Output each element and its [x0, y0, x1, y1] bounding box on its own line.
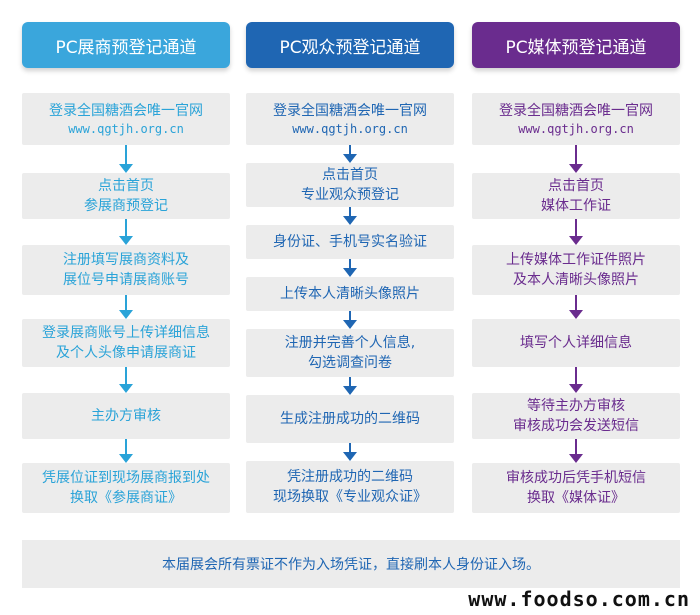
arrow-down-icon: [343, 311, 357, 329]
arrow-down-icon: [569, 219, 583, 245]
website-url: www.qgtjh.org.cn: [292, 122, 408, 136]
watermark: www.foodso.com.cn: [468, 587, 690, 611]
step-text: 点击首页: [548, 178, 604, 194]
step-text: 换取《媒体证》: [527, 490, 625, 506]
website-url: www.qgtjh.org.cn: [518, 122, 634, 136]
arrow-down-icon: [343, 259, 357, 277]
step-text: 等待主办方审核: [527, 398, 625, 414]
exhibitor-step-6: 凭展位证到现场展商报到处 换取《参展商证》: [22, 463, 230, 513]
exhibitor-header: PC展商预登记通道: [22, 22, 230, 68]
step-text: 参展商预登记: [84, 198, 168, 214]
step-text: 登录全国糖酒会唯一官网: [273, 103, 427, 119]
step-text: 现场换取《专业观众证》: [273, 489, 427, 505]
exhibitor-step-3: 注册填写展商资料及 展位号申请展商账号: [22, 245, 230, 295]
step-text: 勾选调查问卷: [308, 355, 392, 371]
step-text: 上传本人清晰头像照片: [280, 286, 420, 302]
media-step-4: 填写个人详细信息: [472, 319, 680, 367]
step-text: 及本人清晰头像照片: [513, 272, 639, 288]
step-text: 登录全国糖酒会唯一官网: [49, 103, 203, 119]
exhibitor-step-5: 主办方审核: [22, 393, 230, 439]
exhibitor-step-1: 登录全国糖酒会唯一官网 www.qgtjh.org.cn: [22, 93, 230, 145]
step-text: 点击首页: [322, 167, 378, 183]
media-step-3: 上传媒体工作证件照片 及本人清晰头像照片: [472, 245, 680, 295]
arrow-down-icon: [343, 443, 357, 461]
arrow-down-icon: [343, 207, 357, 225]
step-text: 换取《参展商证》: [70, 490, 182, 506]
website-url: www.qgtjh.org.cn: [68, 122, 184, 136]
exhibitor-step-2: 点击首页 参展商预登记: [22, 173, 230, 219]
arrow-down-icon: [119, 295, 133, 319]
step-text: 审核成功后凭手机短信: [506, 470, 646, 486]
visitor-step-2: 点击首页 专业观众预登记: [246, 163, 454, 207]
step-text: 注册填写展商资料及: [63, 252, 189, 268]
visitor-header: PC观众预登记通道: [246, 22, 454, 68]
step-text: 主办方审核: [91, 408, 161, 424]
step-text: 登录展商账号上传详细信息: [42, 325, 210, 341]
media-step-1: 登录全国糖酒会唯一官网 www.qgtjh.org.cn: [472, 93, 680, 145]
visitor-step-7: 凭注册成功的二维码 现场换取《专业观众证》: [246, 461, 454, 513]
step-text: 展位号申请展商账号: [63, 272, 189, 288]
step-text: 注册并完善个人信息,: [284, 335, 416, 351]
arrow-down-icon: [569, 439, 583, 463]
arrow-down-icon: [569, 295, 583, 319]
step-text: 点击首页: [98, 178, 154, 194]
arrow-down-icon: [343, 145, 357, 163]
media-header: PC媒体预登记通道: [472, 22, 680, 68]
media-step-6: 审核成功后凭手机短信 换取《媒体证》: [472, 463, 680, 513]
step-text: 上传媒体工作证件照片: [506, 252, 646, 268]
arrow-down-icon: [119, 145, 133, 173]
step-text: 审核成功会发送短信: [513, 418, 639, 434]
step-text: 凭展位证到现场展商报到处: [42, 470, 210, 486]
step-text: 专业观众预登记: [301, 187, 399, 203]
step-text: 身份证、手机号实名验证: [273, 234, 427, 250]
step-text: 生成注册成功的二维码: [280, 411, 420, 427]
exhibitor-step-4: 登录展商账号上传详细信息 及个人头像申请展商证: [22, 319, 230, 367]
media-step-5: 等待主办方审核 审核成功会发送短信: [472, 393, 680, 439]
arrow-down-icon: [569, 367, 583, 393]
arrow-down-icon: [569, 145, 583, 173]
visitor-step-1: 登录全国糖酒会唯一官网 www.qgtjh.org.cn: [246, 93, 454, 145]
visitor-step-3: 身份证、手机号实名验证: [246, 225, 454, 259]
step-text: 填写个人详细信息: [520, 335, 632, 351]
step-text: 媒体工作证: [541, 198, 611, 214]
arrow-down-icon: [119, 439, 133, 463]
arrow-down-icon: [119, 367, 133, 393]
visitor-step-6: 生成注册成功的二维码: [246, 395, 454, 443]
notice-footer: 本届展会所有票证不作为入场凭证，直接刷本人身份证入场。: [22, 540, 680, 588]
arrow-down-icon: [119, 219, 133, 245]
arrow-down-icon: [343, 377, 357, 395]
media-step-2: 点击首页 媒体工作证: [472, 173, 680, 219]
step-text: 登录全国糖酒会唯一官网: [499, 103, 653, 119]
visitor-step-4: 上传本人清晰头像照片: [246, 277, 454, 311]
visitor-step-5: 注册并完善个人信息, 勾选调查问卷: [246, 329, 454, 377]
step-text: 凭注册成功的二维码: [287, 469, 413, 485]
step-text: 及个人头像申请展商证: [56, 345, 196, 361]
